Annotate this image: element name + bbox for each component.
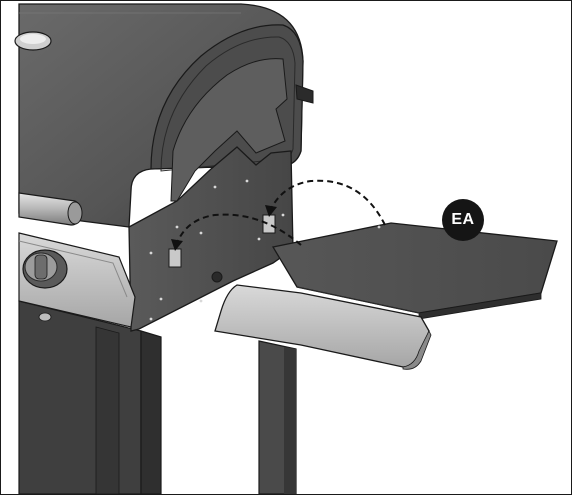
firebox-side [128,146,294,332]
arrow-curved-down-icon [265,179,386,226]
lid-handle [18,192,83,226]
shelf-fascia [214,284,432,370]
grill-cabinet [18,300,162,494]
shelf-leg [258,340,297,494]
burner-knob [22,249,68,322]
arrow-curved-down-icon [171,213,302,251]
side-shelf [271,222,558,320]
grill-lid [14,3,314,228]
part-callout-badge: EA [442,199,484,241]
